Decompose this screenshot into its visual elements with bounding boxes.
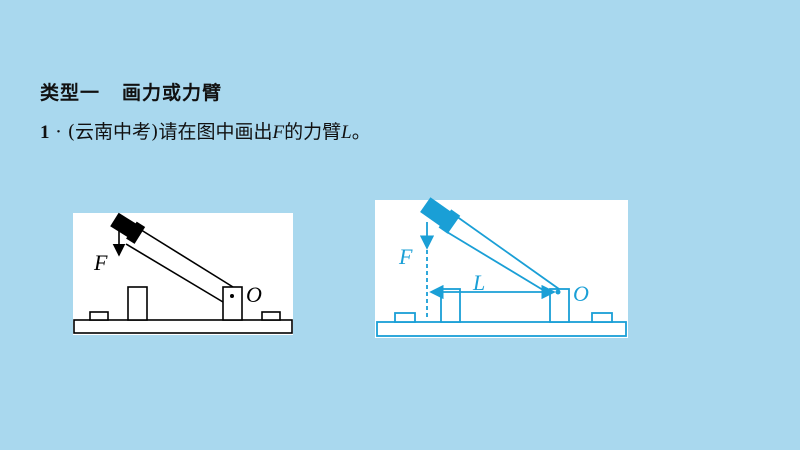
answer-figure — [376, 197, 627, 337]
block — [127, 286, 148, 321]
force-label: F — [93, 250, 108, 275]
question-text: 1 · (云南中考)请在图中画出F的力臂L。 — [40, 117, 371, 144]
original-figure — [73, 212, 293, 335]
question-dot: · — [55, 121, 62, 143]
handle — [420, 197, 461, 234]
heading-topic: 画力或力臂 — [122, 82, 223, 104]
base-plate — [73, 319, 293, 334]
block — [440, 288, 461, 323]
heading-type: 类型一 — [40, 82, 101, 104]
question-source: (云南中考) — [67, 121, 159, 143]
question-number: 1 — [40, 122, 50, 143]
pivot-label: O — [246, 282, 262, 307]
base-plate — [376, 321, 627, 337]
section-heading: 类型一画力或力臂 — [40, 78, 222, 105]
question-end: 。 — [351, 121, 371, 143]
question-text-a: 请在图中画出 — [158, 121, 273, 143]
answer-force-label: F — [398, 244, 413, 269]
question-text-b: 的力臂 — [284, 121, 342, 143]
handle — [110, 212, 146, 244]
force-symbol: F — [272, 122, 285, 143]
answer-pivot-label: O — [573, 281, 589, 306]
arm-symbol: L — [341, 122, 352, 143]
answer-arm-label: L — [472, 270, 485, 295]
pivot-block — [222, 286, 243, 321]
